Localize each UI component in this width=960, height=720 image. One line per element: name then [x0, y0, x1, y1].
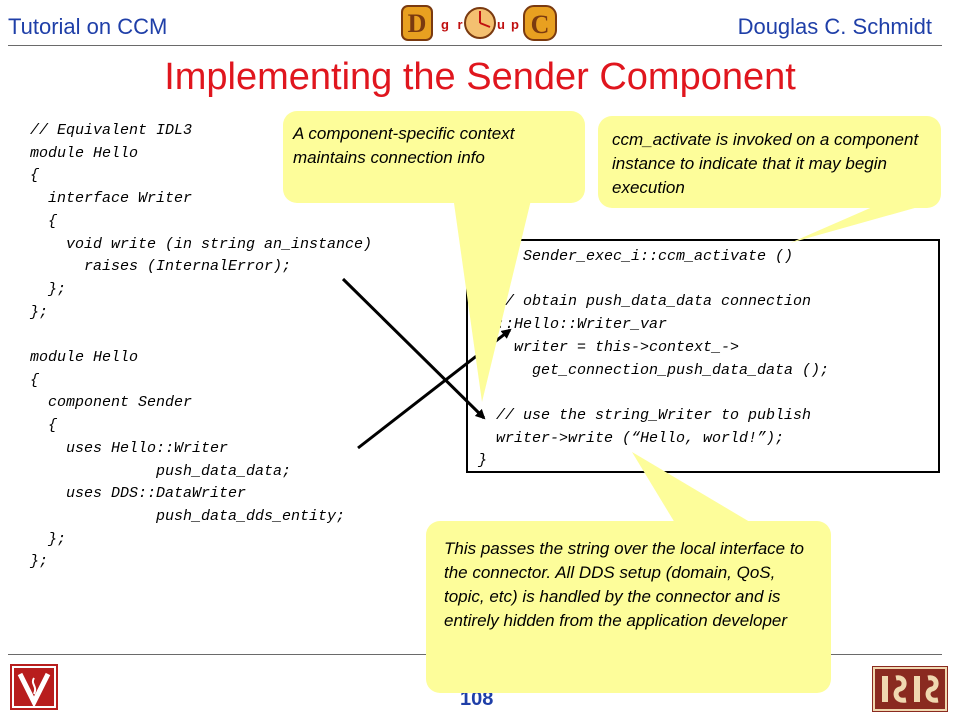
- logo-letter-u: u: [497, 17, 505, 32]
- header-divider: [8, 45, 942, 46]
- callout-activate: ccm_activate is invoked on a component i…: [598, 116, 941, 208]
- header-course-title: Tutorial on CCM: [8, 14, 168, 39]
- page-number: 108: [460, 688, 494, 710]
- logo-letter-r: r: [457, 17, 462, 32]
- logo-letter-c: C: [531, 10, 550, 39]
- doc-group-logo: D g r u p C: [401, 5, 557, 41]
- implementation-code-block: void Sender_exec_i::ccm_activate () { //…: [478, 248, 830, 470]
- isis-logo-icon: [872, 666, 948, 712]
- activate-callout-pointer: [790, 202, 936, 243]
- header-author: Douglas C. Schmidt: [737, 14, 932, 39]
- vanderbilt-logo-icon: [10, 664, 58, 710]
- logo-letter-d: D: [408, 9, 427, 38]
- logo-letter-g: g: [441, 17, 449, 32]
- idl-code-block: // Equivalent IDL3 module Hello { interf…: [30, 122, 373, 571]
- callout-passes-string: This passes the string over the local in…: [426, 521, 831, 693]
- slide-title: Implementing the Sender Component: [164, 56, 796, 98]
- callout-context: A component-specific context maintains c…: [283, 111, 585, 203]
- logo-letter-p: p: [511, 17, 519, 32]
